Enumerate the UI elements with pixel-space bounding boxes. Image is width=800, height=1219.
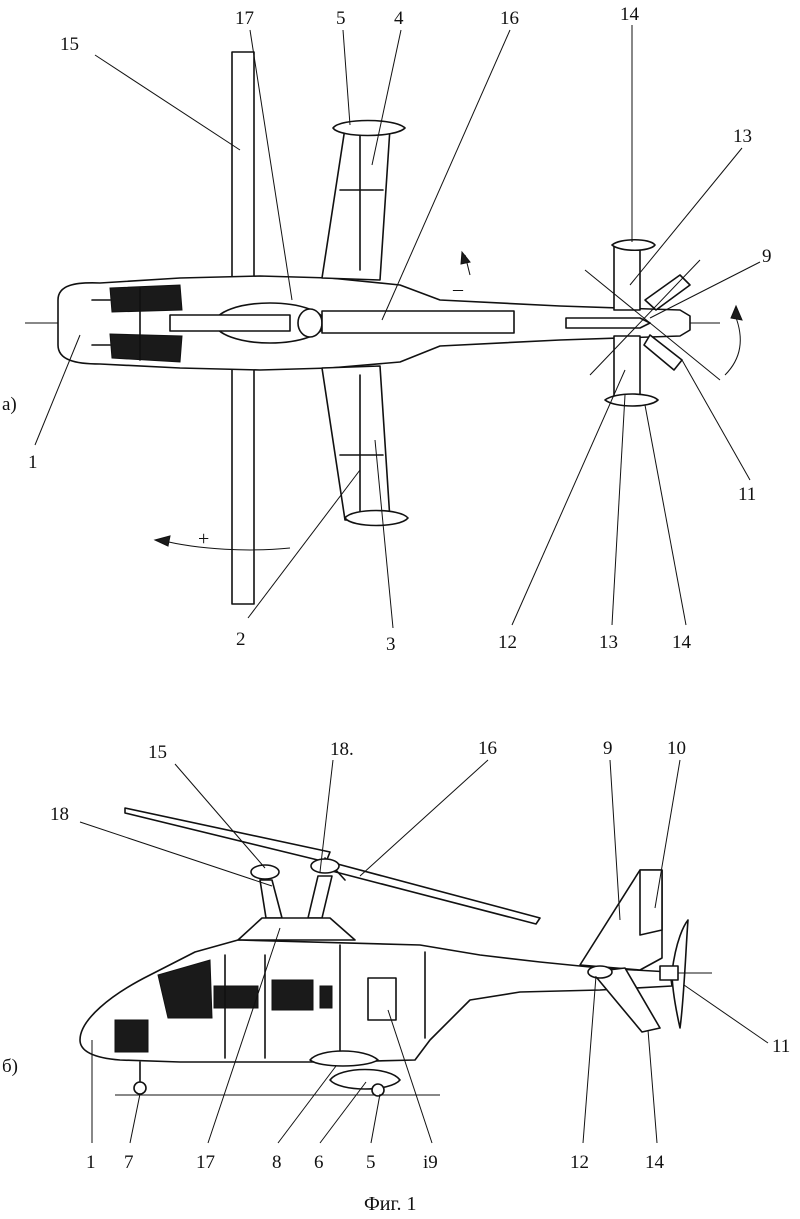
rotor-head-left bbox=[250, 864, 280, 880]
callout-14-top-upper: 14 bbox=[620, 4, 640, 25]
callout-2-top: 2 bbox=[236, 629, 246, 650]
rotation-arrow-tail bbox=[724, 314, 741, 376]
callout-4-top: 4 bbox=[394, 8, 404, 29]
main-rotor-blade-root bbox=[169, 314, 291, 332]
tail-endplate-upper bbox=[611, 238, 656, 252]
callout-9-top: 9 bbox=[762, 246, 772, 267]
rotor-head-right bbox=[310, 858, 340, 874]
minus-sign: – bbox=[452, 278, 464, 300]
callout-5-top: 5 bbox=[336, 8, 346, 29]
nose-wheel bbox=[133, 1081, 147, 1095]
tail-rotor-hub bbox=[659, 965, 679, 981]
callout-8-side: 8 bbox=[272, 1152, 282, 1173]
callout-15-side: 15 bbox=[148, 742, 167, 763]
rotation-arrowhead-main bbox=[153, 535, 171, 547]
figure-caption: Фиг. 1 bbox=[364, 1193, 416, 1215]
cockpit-window-lower bbox=[109, 333, 183, 363]
callout-11-side: 11 bbox=[772, 1036, 790, 1057]
callout-12-top: 12 bbox=[498, 632, 517, 653]
view-b-label: б) bbox=[2, 1056, 18, 1077]
callout-13-top-upper: 13 bbox=[733, 126, 752, 147]
fin-endplate bbox=[639, 869, 663, 936]
stabilizer-hub bbox=[587, 965, 613, 979]
side-cockpit-window-2 bbox=[157, 959, 213, 1019]
sponson-pod bbox=[309, 1050, 379, 1067]
callout-13-top-lower: 13 bbox=[599, 632, 618, 653]
callout-14-side: 14 bbox=[645, 1152, 665, 1173]
cockpit-window-upper bbox=[109, 284, 183, 313]
wing-upper bbox=[321, 127, 391, 281]
side-window-3 bbox=[213, 985, 259, 1009]
callout-11-top: 11 bbox=[738, 484, 756, 505]
side-window-5 bbox=[319, 985, 333, 1009]
transmission-pylon bbox=[237, 917, 356, 941]
callout-5-side: 5 bbox=[366, 1152, 376, 1173]
callout-17-side: 17 bbox=[196, 1152, 215, 1173]
callout-19-side: i9 bbox=[423, 1152, 438, 1173]
callout-16-top: 16 bbox=[500, 8, 519, 29]
main-wheel bbox=[371, 1083, 385, 1097]
callout-3-top: 3 bbox=[386, 634, 396, 655]
side-hatch bbox=[367, 977, 397, 1021]
callout-15-top: 15 bbox=[60, 34, 79, 55]
engine-pod-lower bbox=[344, 509, 409, 527]
top-view: – + 15 17 5 4 16 14 13 9 1 2 3 12 13 14 … bbox=[2, 4, 772, 655]
side-wing-pod bbox=[329, 1068, 401, 1090]
side-view: 15 18. 16 9 10 18 1 7 17 8 6 5 i9 12 14 … bbox=[2, 738, 790, 1173]
plus-sign: + bbox=[198, 528, 209, 550]
callout-6-side: 6 bbox=[314, 1152, 324, 1173]
rotation-arrowhead-upper bbox=[460, 250, 471, 265]
callout-12-side: 12 bbox=[570, 1152, 589, 1173]
tail-rotor-blade-lower bbox=[643, 334, 683, 371]
view-a-label: а) bbox=[2, 394, 17, 415]
main-rotor-blade-side-left bbox=[124, 807, 331, 863]
main-rotor-blade-side-right bbox=[327, 861, 541, 925]
side-stabilizer bbox=[591, 967, 661, 1033]
rotor-hub bbox=[297, 308, 323, 338]
callout-18-side-left: 18 bbox=[50, 804, 69, 825]
rotation-arrow-main bbox=[159, 539, 291, 551]
callout-10-side: 10 bbox=[667, 738, 686, 759]
tail-endplate-lower bbox=[604, 393, 659, 407]
callout-17-top: 17 bbox=[235, 8, 254, 29]
callout-18-side-top: 18. bbox=[330, 739, 354, 760]
callout-1-side: 1 bbox=[86, 1152, 96, 1173]
wing-lower bbox=[321, 365, 391, 521]
callout-14-top-lower: 14 bbox=[672, 632, 692, 653]
rotation-arrowhead-tail bbox=[730, 304, 743, 321]
tail-rotor-blade-upper bbox=[644, 274, 691, 311]
side-cockpit-window-1 bbox=[114, 1019, 149, 1053]
mast-right bbox=[307, 875, 333, 919]
callout-9-side: 9 bbox=[603, 738, 613, 759]
callout-1-top: 1 bbox=[28, 452, 38, 473]
callout-7-side: 7 bbox=[124, 1152, 134, 1173]
side-window-door bbox=[271, 979, 314, 1011]
callout-16-side: 16 bbox=[478, 738, 497, 759]
main-rotor-blade-horizontal bbox=[321, 310, 515, 334]
engine-pod-upper bbox=[332, 119, 406, 137]
